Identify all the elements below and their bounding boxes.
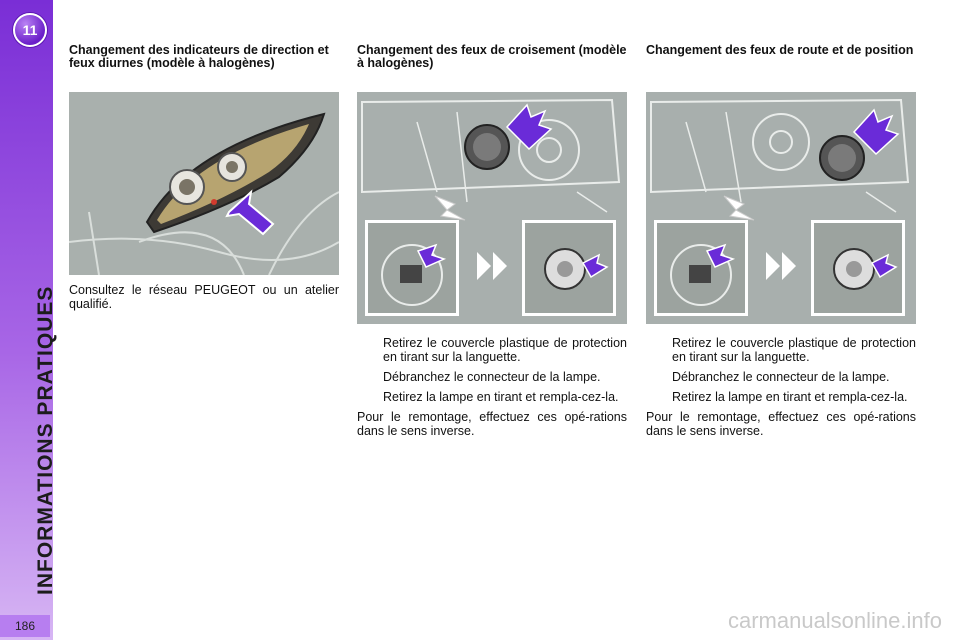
dipped-beam-diagram xyxy=(357,92,627,324)
page-number: 186 xyxy=(0,615,50,637)
sidebar: 11 INFORMATIONS PRATIQUES xyxy=(0,0,57,640)
bullet-hand-icon xyxy=(646,336,672,364)
advice-text: Consultez le réseau PEUGEOT ou un atelie… xyxy=(69,283,339,311)
connector-inset xyxy=(365,220,459,316)
headlight-illustration xyxy=(69,92,339,275)
bullet-hand-icon xyxy=(357,370,383,384)
bulb-inset xyxy=(522,220,616,316)
watermark: carmanualsonline.info xyxy=(727,608,942,633)
reassembly-note: Pour le remontage, effectuez ces opé-rat… xyxy=(646,410,916,438)
steps-list: Retirez le couvercle plastique de protec… xyxy=(357,336,627,404)
bullet-hand-icon xyxy=(357,390,383,404)
list-item: Retirez le couvercle plastique de protec… xyxy=(646,336,916,364)
double-chevron-icon xyxy=(477,252,507,280)
double-chevron-icon xyxy=(766,252,796,280)
bullet-hand-icon xyxy=(646,390,672,404)
direction-arrow-icon xyxy=(852,108,900,156)
main-beam-diagram xyxy=(646,92,916,324)
column-title: Changement des feux de croisement (modèl… xyxy=(357,43,627,70)
bullet-hand-icon xyxy=(357,336,383,364)
chapter-badge: 11 xyxy=(13,13,47,47)
connector-inset xyxy=(654,220,748,316)
column-dipped-beam: Changement des feux de croisement (modèl… xyxy=(357,44,627,438)
reassembly-note: Pour le remontage, effectuez ces opé-rat… xyxy=(357,410,627,438)
direction-arrow-icon xyxy=(225,189,275,236)
list-item: Retirez la lampe en tirant et rempla-cez… xyxy=(646,390,916,404)
headlight-photo xyxy=(69,92,339,275)
column-title: Changement des feux de route et de posit… xyxy=(646,43,914,57)
bulb-inset xyxy=(811,220,905,316)
list-item: Débranchez le connecteur de la lampe. xyxy=(357,370,627,384)
steps-list: Retirez le couvercle plastique de protec… xyxy=(646,336,916,404)
list-item: Retirez la lampe en tirant et rempla-cez… xyxy=(357,390,627,404)
list-item: Retirez le couvercle plastique de protec… xyxy=(357,336,627,364)
column-indicators: Changement des indicateurs de direction … xyxy=(69,44,339,311)
direction-arrow-icon xyxy=(505,103,553,151)
list-item: Débranchez le connecteur de la lampe. xyxy=(646,370,916,384)
section-title: INFORMATIONS PRATIQUES xyxy=(34,285,57,595)
column-title: Changement des indicateurs de direction … xyxy=(69,43,329,70)
column-main-beam: Changement des feux de route et de posit… xyxy=(646,44,916,438)
bullet-hand-icon xyxy=(646,370,672,384)
